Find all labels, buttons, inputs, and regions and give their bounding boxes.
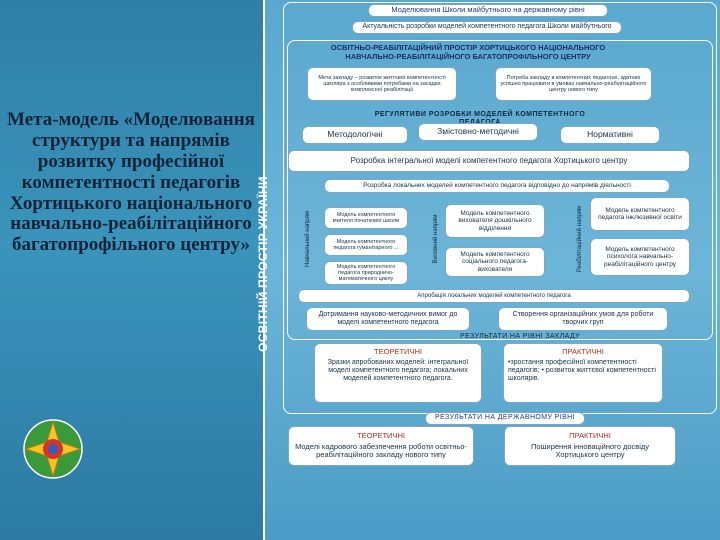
- edu-direction-label: Навчальний напрям: [305, 211, 311, 267]
- meta-model-title: Мета-модель «Моделювання структури та на…: [7, 109, 255, 256]
- space-header: ОСВІТНЬО-РЕАБІЛІТАЦІЙНИЙ ПРОСТІР ХОРТИЦЬ…: [330, 43, 606, 61]
- rehab-direction-label: Реабілітаційний напрям: [577, 205, 583, 273]
- ensure-right-box: Створення організаційних умов для роботи…: [498, 307, 668, 331]
- model-social-pedagogue: Модель компетентного соціального педагог…: [445, 247, 545, 277]
- practical-institution-text: •зростання професійної компетентності пе…: [508, 358, 656, 382]
- model-inclusive-teacher: Модель компетентного педагога інклюзивно…: [590, 197, 690, 231]
- practical-institution-box: ПРАКТИЧНІ •зростання професійної компете…: [503, 343, 663, 403]
- upbringing-direction-label: Виховний напрям: [433, 214, 439, 264]
- theoretical-state-label: ТЕОРЕТИЧНІ: [357, 431, 405, 441]
- local-models-box: Розробка локальних моделей компетентного…: [324, 179, 670, 193]
- theoretical-institution-box: ТЕОРЕТИЧНІ Зразки апробованих моделей: і…: [314, 343, 482, 403]
- theoretical-state-box: ТЕОРЕТИЧНІ Моделі кадрового забезпечення…: [288, 426, 474, 466]
- model-science-teacher: Модель компетентного педагога природничо…: [324, 261, 408, 285]
- goal-right-box: Потреба закладу в компетентних педагогах…: [495, 67, 652, 101]
- regulatory-title: РЕГУЛЯТИВИ РОЗРОБКИ МОДЕЛЕЙ КОМПЕТЕНТНОГ…: [374, 111, 586, 126]
- ensure-left-box: Дотримання науково-методичних вимог до м…: [306, 307, 470, 331]
- approbation-box: Апробація локальних моделей компетентног…: [298, 289, 690, 303]
- theoretical-institution-text: Зразки апробованих моделей: інтегральної…: [327, 358, 469, 382]
- practical-label: ПРАКТИЧНІ: [562, 347, 604, 356]
- results-institution-title: РЕЗУЛЬТАТИ НА РІВНІ ЗАКЛАДУ: [460, 333, 580, 340]
- theoretical-label: ТЕОРЕТИЧНІ: [374, 347, 422, 356]
- main-title-box: Моделювання Школи майбутнього на державн…: [368, 4, 608, 17]
- model-humanities-teacher: Модель компетентного педагога гуманітарн…: [324, 234, 408, 256]
- reg-method-box: Методологічні: [302, 126, 408, 144]
- practical-state-label: ПРАКТИЧНІ: [569, 431, 611, 441]
- model-psychologist: Модель компетентного психолога навчально…: [590, 238, 690, 276]
- goal-left-box: Мета закладу – розвиток життєвої компете…: [307, 67, 457, 101]
- model-primary-teacher: Модель компетентного вчителя початкової …: [324, 207, 408, 229]
- emblem-icon: [22, 418, 84, 480]
- center-frame: [287, 40, 713, 340]
- theoretical-state-text: Моделі кадрового забезпечення роботи осв…: [295, 441, 467, 460]
- reg-content-box: Змістовно-методичні: [418, 123, 538, 141]
- integral-model-box: Розробка інтегральної моделі компетентно…: [288, 150, 690, 172]
- ukraine-space-label: ОСВІТНІЙ ПРОСТІР УКРАЇНИ: [256, 176, 270, 352]
- model-preschool: Модель компетентного вихователя дошкільн…: [445, 204, 545, 238]
- results-state-title: РЕЗУЛЬТАТИ НА ДЕРЖАВНОМУ РІВНІ: [425, 412, 585, 425]
- practical-state-box: ПРАКТИЧНІ Поширення інноваційного досвід…: [504, 426, 676, 466]
- reg-norm-box: Нормативні: [560, 126, 660, 144]
- practical-state-text: Поширення інноваційного досвіду Хортицьк…: [530, 441, 650, 460]
- actuality-box: Актуальність розробки моделей компетентн…: [352, 21, 622, 34]
